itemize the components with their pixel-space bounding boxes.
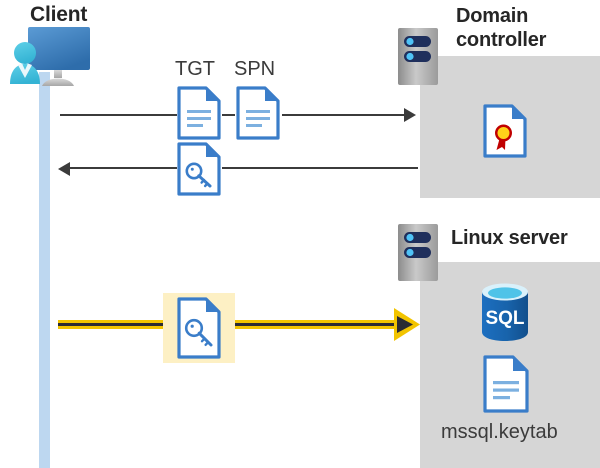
document-icon-tgt bbox=[177, 86, 221, 140]
sql-database-icon: SQL bbox=[478, 281, 532, 343]
keytab-flow-right-core bbox=[235, 323, 398, 326]
document-icon-spn bbox=[236, 86, 280, 140]
linux-server-title: Linux server bbox=[451, 227, 568, 249]
key-document-icon-ticket bbox=[177, 142, 221, 196]
tgt-spn-line-mid bbox=[222, 114, 235, 116]
ticket-arrowhead bbox=[58, 162, 70, 176]
tgt-spn-line-right bbox=[282, 114, 404, 116]
document-icon-keytab-file bbox=[483, 355, 529, 413]
tgt-spn-line-left bbox=[60, 114, 177, 116]
keytab-file-label: mssql.keytab bbox=[441, 421, 558, 443]
key-document-icon-keytab bbox=[177, 297, 221, 359]
tgt-spn-arrowhead bbox=[404, 108, 416, 122]
ticket-line-right bbox=[222, 167, 418, 169]
linux-server-server-icon bbox=[398, 224, 438, 281]
keytab-flow-arrowhead bbox=[394, 308, 422, 341]
domain-controller-title: Domain controller bbox=[456, 5, 547, 52]
certificate-document-icon bbox=[483, 104, 527, 158]
ticket-line-left bbox=[70, 167, 177, 169]
domain-controller-server-icon bbox=[398, 28, 438, 85]
client-computer-user-icon bbox=[4, 26, 96, 88]
client-title: Client bbox=[30, 3, 88, 26]
spn-label: SPN bbox=[234, 58, 276, 80]
tgt-label: TGT bbox=[175, 58, 215, 80]
sql-icon-text: SQL bbox=[485, 308, 524, 329]
keytab-flow-left-core bbox=[58, 323, 163, 326]
client-lifeline bbox=[39, 72, 50, 468]
